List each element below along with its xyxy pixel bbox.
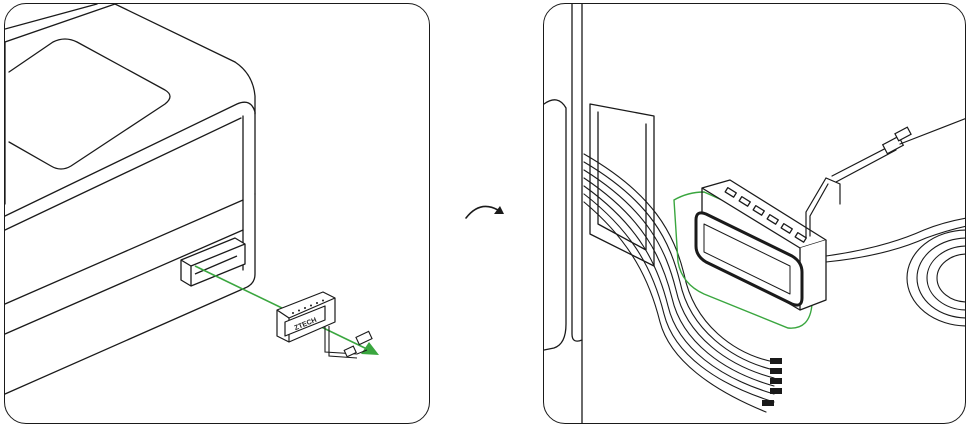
case-front-edge-inner: [5, 115, 244, 271]
hub-port-dots: [292, 299, 324, 314]
case-insertion-drawing: ZTECH: [5, 4, 379, 395]
hub-ports: [724, 187, 807, 243]
usb-cable: [324, 326, 373, 359]
case-right-edge: [234, 61, 256, 115]
usb-cable-right: [805, 118, 965, 239]
case-edge-left: [544, 99, 567, 351]
case-front-edge: [5, 101, 256, 217]
case-top-outline: [5, 4, 98, 30]
case-side-face: [5, 193, 256, 395]
case-bottom: [5, 229, 244, 335]
coiled-cable: [825, 217, 965, 327]
cable-bundle: [583, 153, 775, 413]
mounted-hub: [694, 179, 827, 311]
curved-arrow-right-icon: [465, 205, 504, 219]
left-step-panel: ZTECH: [4, 3, 430, 424]
cable-connectors: [762, 358, 782, 406]
right-step-panel: [543, 3, 966, 424]
case-top-panel: [5, 4, 236, 205]
case-top-inset: [8, 38, 171, 170]
hub-mounted-drawing: [544, 4, 965, 423]
mounting-slot: [180, 237, 246, 287]
case-window-inner: [597, 111, 647, 251]
case-edge-pillar: [571, 4, 583, 342]
hub-device: [276, 291, 336, 343]
